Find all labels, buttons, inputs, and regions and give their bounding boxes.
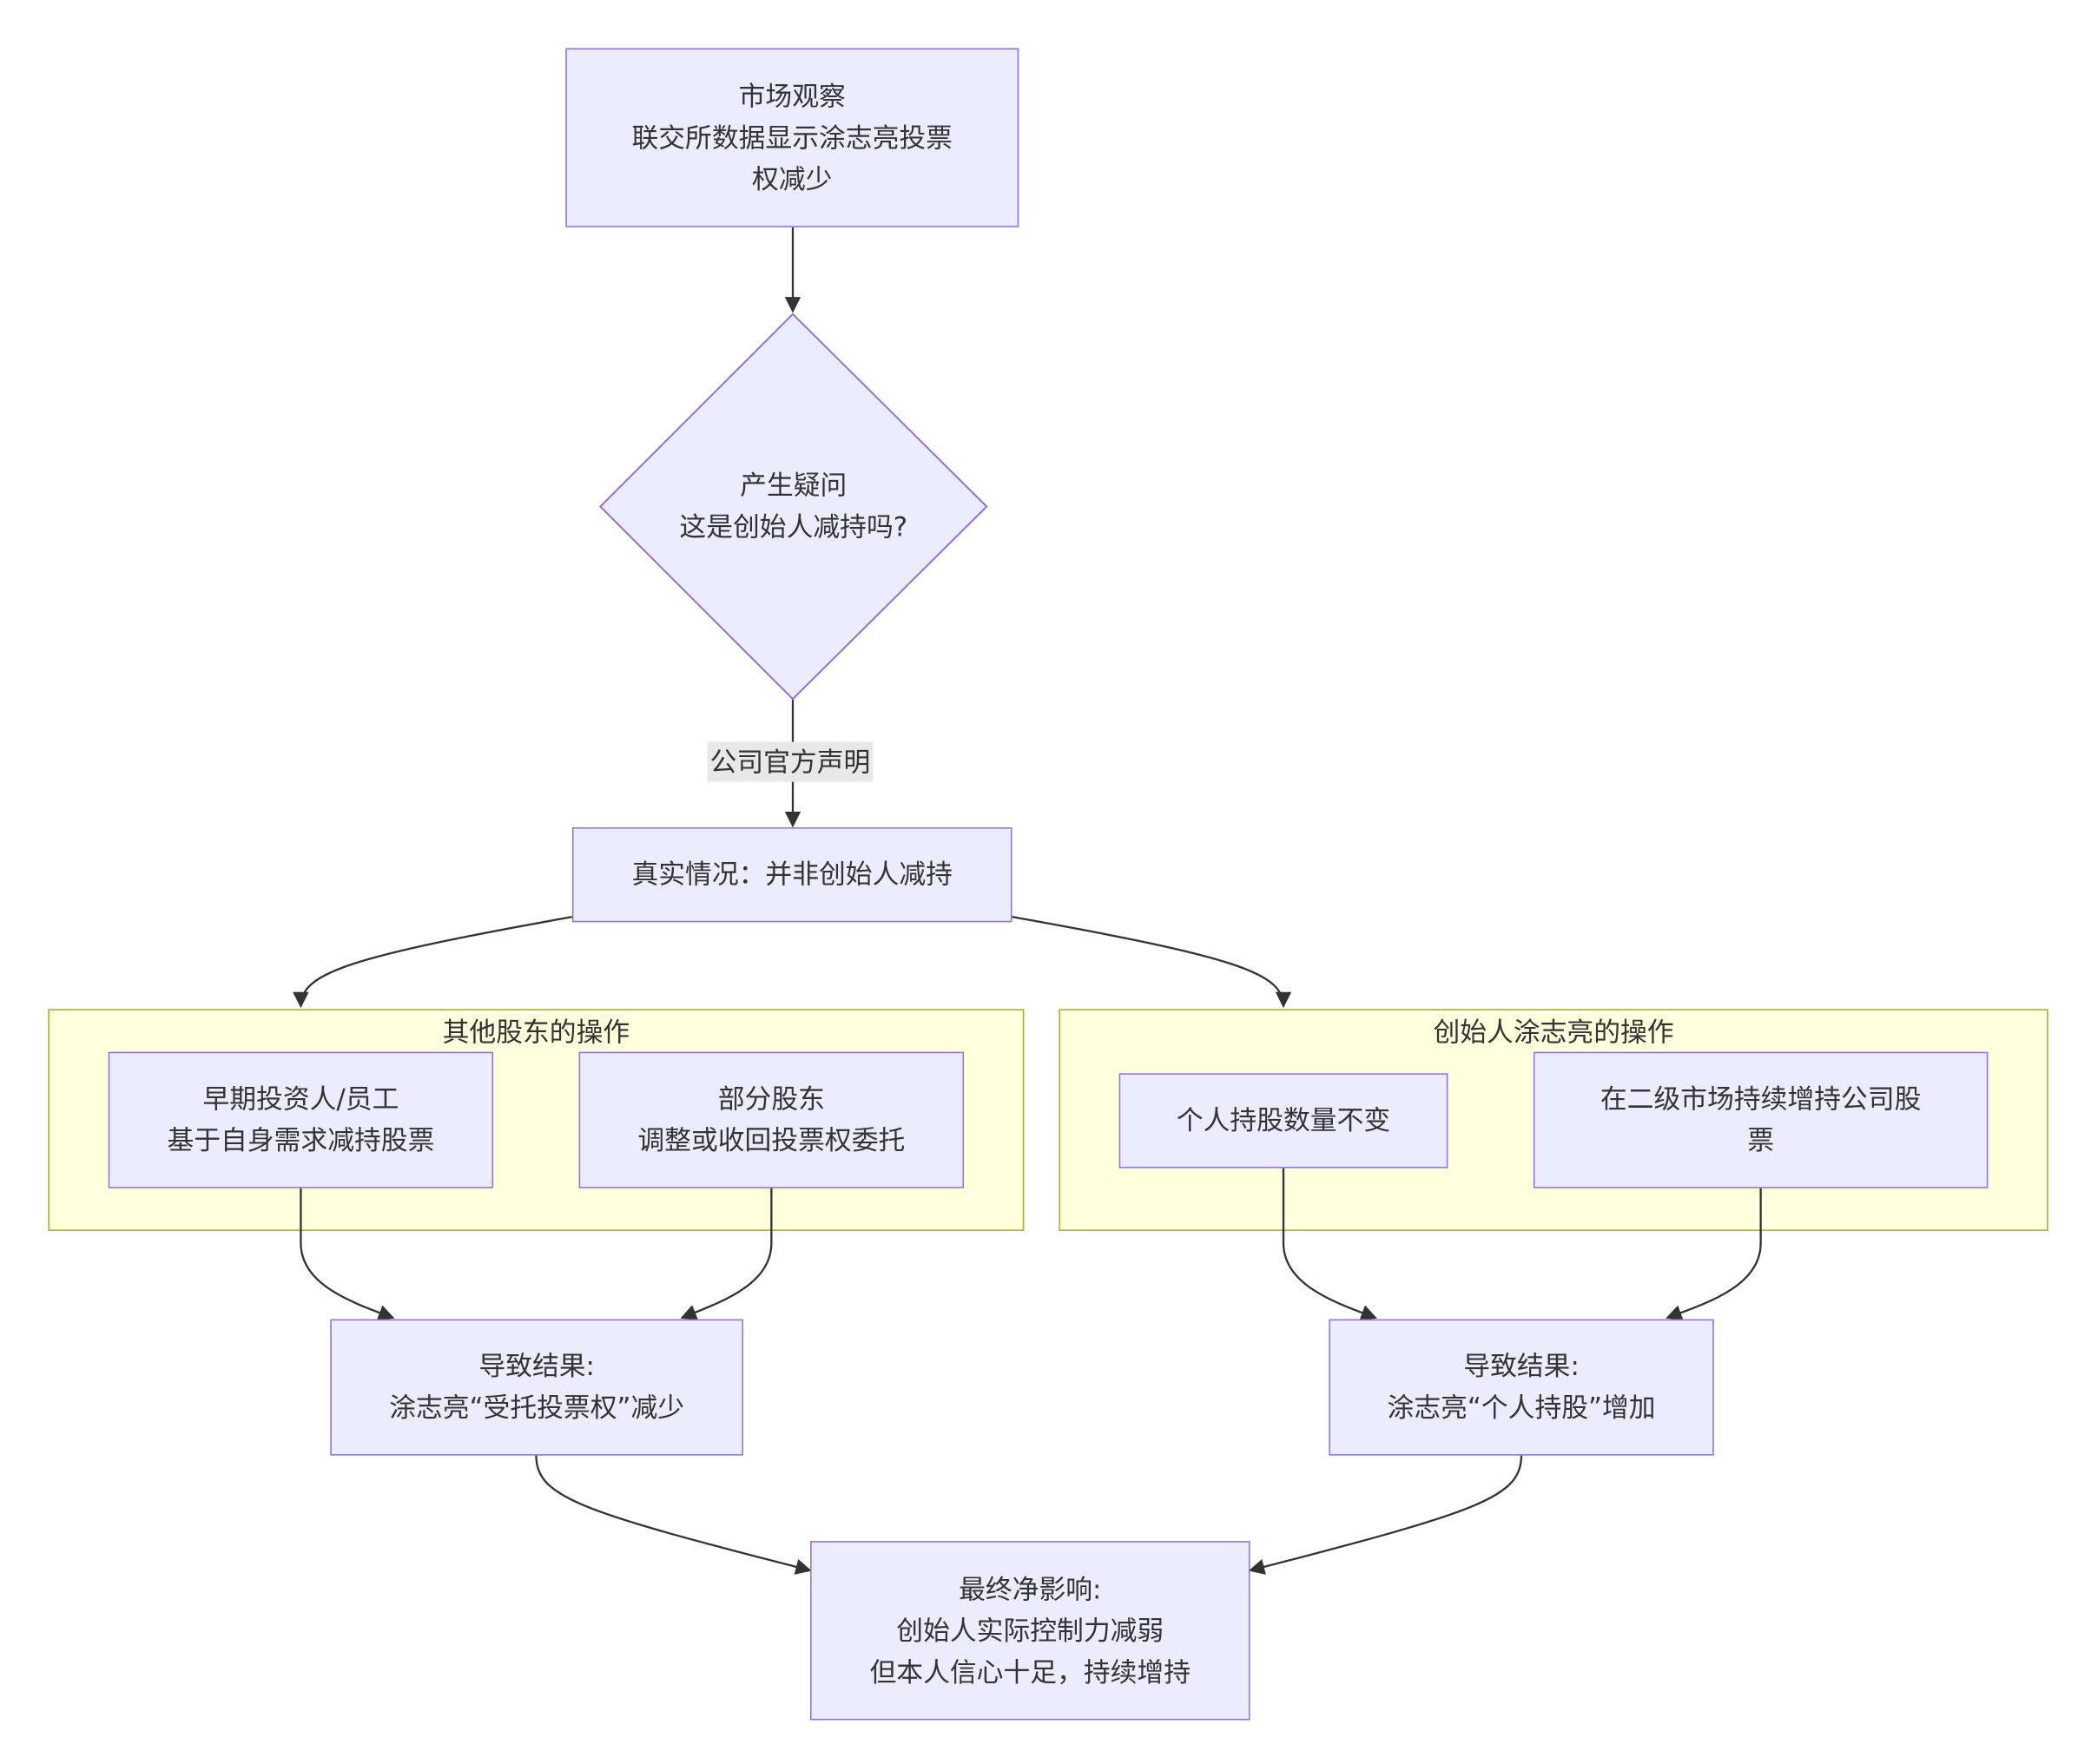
node-secondary-buy: 在二级市场持续增持公司股 票 (1533, 1051, 1989, 1188)
node-final-impact: 最终净影响: 创始人实际控制力减弱 但本人信心十足，持续增持 (809, 1541, 1250, 1721)
edge-early-result-left (300, 1188, 395, 1320)
node-question-line-1: 产生疑问 (740, 469, 848, 502)
node-question-text: 产生疑问 这是创始人减持吗? (600, 441, 986, 572)
node-personal-unchanged-line-1: 个人持股数量不变 (1176, 1103, 1391, 1136)
edge-some-result-left (680, 1188, 773, 1320)
node-result-right-line-1: 导致结果: (1463, 1349, 1580, 1382)
edge-secondary-result-right (1666, 1188, 1762, 1320)
edge-label-official-statement: 公司官方声明 (707, 741, 874, 782)
node-truth: 真实情况：并非创始人减持 (571, 827, 1013, 923)
node-market-observation-line-2: 联交所数据显示涂志亮投票 (631, 121, 953, 154)
edge-result-right-final (1248, 1454, 1523, 1575)
node-question-line-2: 这是创始人减持吗? (679, 510, 908, 543)
node-secondary-buy-line-1: 在二级市场持续增持公司股 (1600, 1083, 1922, 1116)
node-early-investors-line-1: 早期投资人/员工 (202, 1083, 399, 1116)
cluster-title-other-shareholders: 其他股东的操作 (442, 1016, 630, 1049)
node-some-shareholders-line-1: 部分股东 (717, 1083, 825, 1116)
node-result-right-line-2: 涂志亮“个人持股”增加 (1387, 1391, 1656, 1424)
node-secondary-buy-line-2: 票 (1747, 1123, 1775, 1156)
node-final-impact-line-1: 最终净影响: (959, 1572, 1102, 1605)
node-market-observation: 市场观察 联交所数据显示涂志亮投票 权减少 (565, 48, 1019, 227)
edge-truth-others (293, 916, 573, 1009)
node-result-left-line-2: 涂志亮“受托投票权”减少 (389, 1391, 685, 1424)
node-early-investors: 早期投资人/员工 基于自身需求减持股票 (108, 1051, 494, 1188)
edge-personal-result-right (1282, 1168, 1377, 1320)
node-truth-line-1: 真实情况：并非创始人减持 (631, 858, 953, 891)
node-result-left: 导致结果: 涂志亮“受托投票权”减少 (330, 1319, 744, 1456)
node-result-left-line-1: 导致结果: (478, 1349, 595, 1382)
node-result-right: 导致结果: 涂志亮“个人持股”增加 (1329, 1319, 1714, 1456)
node-some-shareholders: 部分股东 调整或收回投票权委托 (578, 1051, 965, 1188)
decision-diamond (598, 313, 988, 701)
node-final-impact-line-3: 但本人信心十足，持续增持 (869, 1655, 1191, 1688)
node-market-observation-line-1: 市场观察 (738, 79, 846, 112)
node-some-shareholders-line-2: 调整或收回投票权委托 (637, 1123, 906, 1156)
node-early-investors-line-2: 基于自身需求减持股票 (167, 1123, 435, 1156)
node-personal-unchanged: 个人持股数量不变 (1118, 1073, 1448, 1168)
node-market-observation-line-3: 权减少 (752, 162, 833, 195)
node-final-impact-line-2: 创始人实际控制力减弱 (896, 1614, 1164, 1647)
edge-result-left-final (535, 1454, 812, 1575)
cluster-title-founder-actions: 创始人涂志亮的操作 (1433, 1016, 1674, 1049)
edge-truth-founder (1012, 916, 1292, 1009)
